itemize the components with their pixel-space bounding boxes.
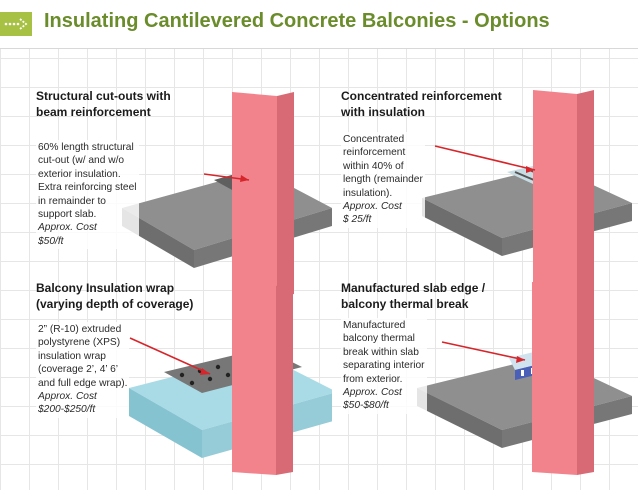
panel-cost-text: Approx. Cost $50/ft xyxy=(38,222,97,247)
panel-desc-concentrated-reinforcement: Concentrated reinforcement within 40% of… xyxy=(341,132,425,228)
panel-cost-text: Approx. Cost $50-$80/ft xyxy=(343,387,402,412)
panel-concentrated-reinforcement: Concentrated reinforcement with insulati… xyxy=(337,88,637,298)
page-title: Insulating Cantilevered Concrete Balconi… xyxy=(44,10,550,32)
panel-desc-text: Concentrated reinforcement within 40% of… xyxy=(343,134,423,199)
panel-thermal-break: Manufactured slab edge / balcony thermal… xyxy=(337,280,637,490)
panel-desc-thermal-break: Manufactured balcony thermal break withi… xyxy=(341,318,427,414)
header-bar: Insulating Cantilevered Concrete Balconi… xyxy=(0,0,638,49)
panel-structural-cutouts: Structural cut-outs with beam reinforcem… xyxy=(32,88,332,298)
thermal-break-diagram xyxy=(417,282,632,475)
panel-desc-structural-cutouts: 60% length structural cut-out (w/ and w/… xyxy=(36,140,139,250)
panel-title-insulation-wrap: Balcony Insulation wrap (varying depth o… xyxy=(36,281,194,311)
structural-cutout-diagram xyxy=(122,92,332,298)
panel-title-thermal-break: Manufactured slab edge / balcony thermal… xyxy=(341,281,486,311)
panel-cost-text: Approx. Cost $ 25/ft xyxy=(343,201,402,226)
insulation-wrap-diagram xyxy=(129,282,332,475)
panel-desc-text: 2” (R-10) extruded polystyrene (XPS) ins… xyxy=(38,324,128,389)
panel-title-structural-cutouts: Structural cut-outs with beam reinforcem… xyxy=(36,89,171,119)
panel-desc-insulation-wrap: 2” (R-10) extruded polystyrene (XPS) ins… xyxy=(36,322,130,418)
dotted-arrow-icon xyxy=(0,12,32,36)
panel-desc-text: 60% length structural cut-out (w/ and w/… xyxy=(38,142,137,221)
panel-title-concentrated-reinforcement: Concentrated reinforcement with insulati… xyxy=(341,89,502,119)
panel-desc-text: Manufactured balcony thermal break withi… xyxy=(343,320,425,385)
panel-insulation-wrap: Balcony Insulation wrap (varying depth o… xyxy=(32,280,332,490)
concentrated-reinforcement-diagram xyxy=(422,90,632,294)
panel-cost-text: Approx. Cost $200-$250/ft xyxy=(38,391,97,416)
